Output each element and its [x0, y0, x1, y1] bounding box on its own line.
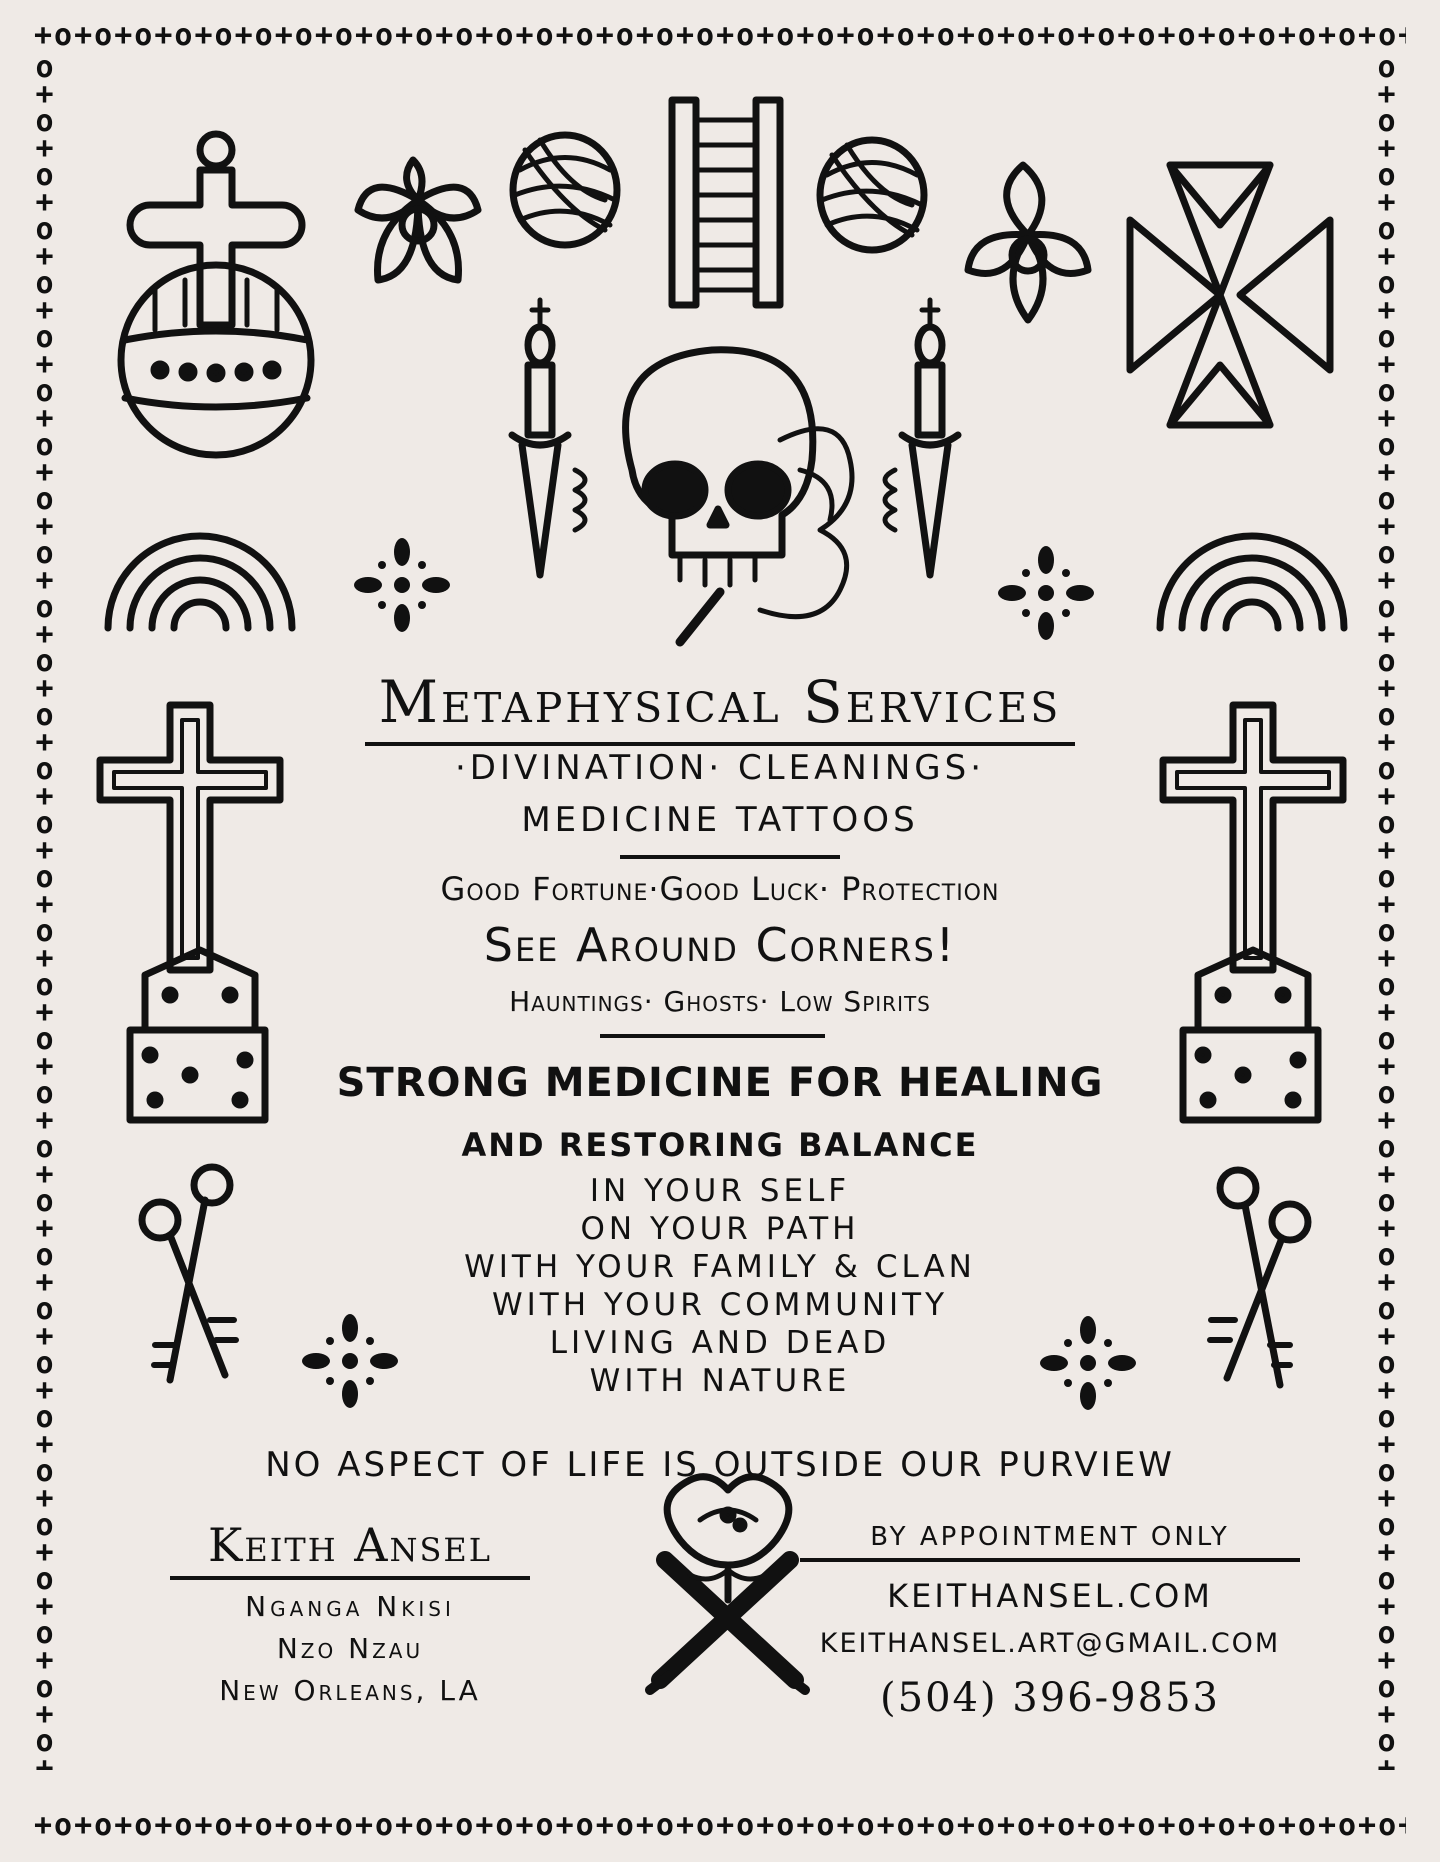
list-item: WITH YOUR FAMILY & CLAN [464, 1249, 976, 1285]
healing-line: STRONG MEDICINE FOR HEALING [336, 1060, 1104, 1106]
flower-icon [354, 156, 482, 284]
spirits-rule [600, 1034, 825, 1038]
purview-line: NO ASPECT OF LIFE IS OUTSIDE OUR PURVIEW [265, 1445, 1175, 1485]
rainbow-icon [104, 532, 296, 632]
border-right: o+o+o+o+o+o+o+o+o+o+o+o+o+o+o+o+o+o+o+o+… [1369, 50, 1404, 1770]
email-link[interactable]: KEITHANSEL.ART@GMAIL.COM [819, 1628, 1281, 1659]
list-item: WITH YOUR COMMUNITY [491, 1287, 949, 1323]
sparkle-icon [354, 538, 450, 632]
grave-cross-icon [96, 701, 284, 1124]
dagger-icon [882, 297, 962, 579]
yarn-ball-icon [816, 136, 928, 254]
list-item: LIVING AND DEAD [549, 1325, 891, 1361]
services-rule [620, 855, 840, 859]
practitioner-house: Nzo Nzau [276, 1632, 424, 1665]
headline: Metaphysical Services [378, 668, 1062, 736]
practitioner-name: Keith Ansel [208, 1518, 492, 1572]
balance-line: AND RESTORING BALANCE [461, 1126, 979, 1164]
sparkle-icon [998, 546, 1094, 640]
crossed-keys-icon [1207, 1166, 1312, 1389]
list-item: ON YOUR PATH [580, 1211, 860, 1247]
fortune-line: Good Fortune·Good Luck· Protection [440, 870, 1000, 908]
grave-cross-icon [1159, 701, 1347, 1124]
ladder-icon [668, 96, 784, 309]
dagger-icon [508, 297, 588, 579]
border-bottom: +o+o+o+o+o+o+o+o+o+o+o+o+o+o+o+o+o+o+o+o… [34, 1808, 1406, 1843]
rainbow-icon [1156, 532, 1348, 632]
corners-line: See Around Corners! [483, 918, 957, 972]
practitioner-block: Keith Ansel Nganga Nkisi Nzo Nzau New Or… [160, 1518, 540, 1712]
practitioner-location: New Orleans, LA [219, 1674, 481, 1707]
smoking-skull-icon [622, 346, 855, 647]
border-left: o+o+o+o+o+o+o+o+o+o+o+o+o+o+o+o+o+o+o+o+… [27, 50, 62, 1770]
headline-rule [365, 742, 1075, 746]
sparkle-icon [302, 1314, 398, 1408]
yarn-ball-icon [509, 131, 621, 249]
spirits-line: Hauntings· Ghosts· Low Spirits [509, 985, 931, 1018]
sparkle-icon [1040, 1316, 1136, 1410]
practitioner-title: Nganga Nkisi [245, 1590, 455, 1623]
flower-machetes-icon [645, 1473, 810, 1695]
areas-list: IN YOUR SELF ON YOUR PATH WITH YOUR FAMI… [300, 1172, 1140, 1400]
website-link[interactable]: KEITHANSEL.COM [887, 1577, 1213, 1615]
border-top: +o+o+o+o+o+o+o+o+o+o+o+o+o+o+o+o+o+o+o+o… [34, 18, 1406, 53]
services-line-2: MEDICINE TATTOOS [521, 800, 919, 840]
veve-cross-icon [1126, 161, 1334, 429]
phone-number[interactable]: (504) 396-9853 [880, 1675, 1220, 1721]
list-item: WITH NATURE [589, 1363, 851, 1399]
flower-icon [964, 161, 1092, 324]
appointment-note: BY APPOINTMENT ONLY [870, 1522, 1230, 1552]
crossed-keys-icon [138, 1163, 239, 1384]
orb-cross-icon [117, 130, 315, 459]
contact-block: BY APPOINTMENT ONLY KEITHANSEL.COM KEITH… [790, 1522, 1310, 1728]
name-rule [170, 1576, 530, 1580]
appointment-rule [800, 1558, 1300, 1562]
list-item: IN YOUR SELF [589, 1173, 851, 1209]
services-line-1: ·DIVINATION· CLEANINGS· [454, 748, 985, 788]
